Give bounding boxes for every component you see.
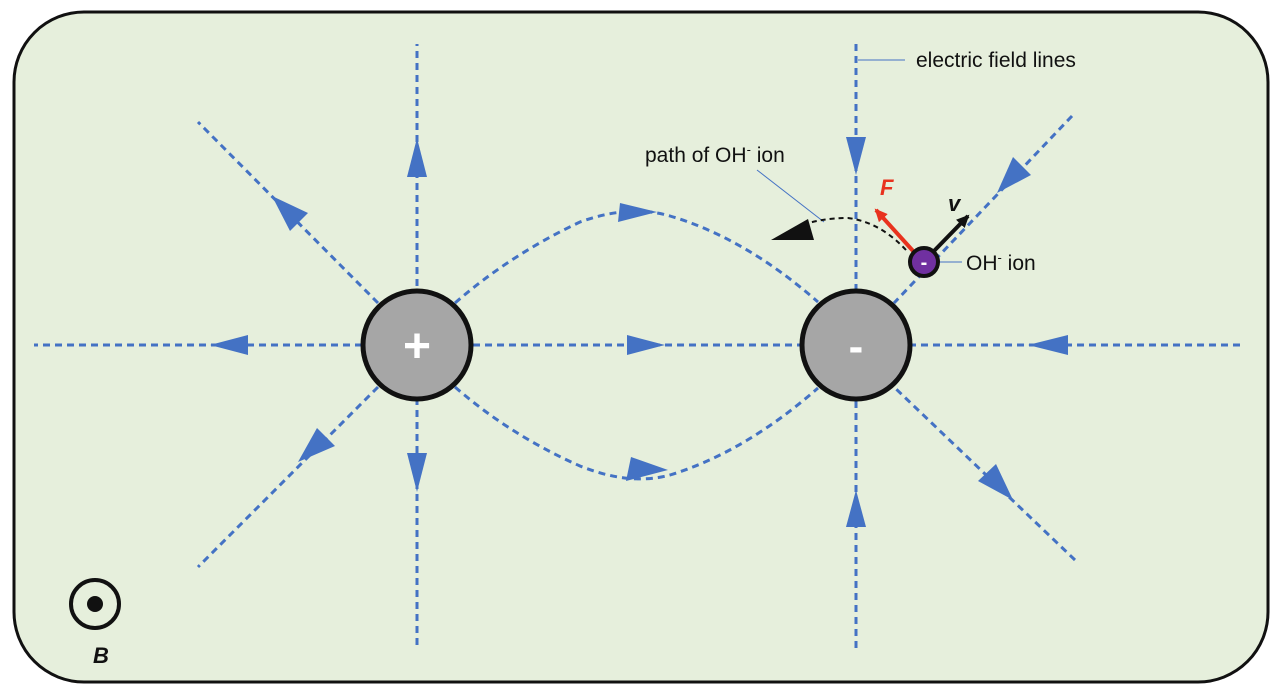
positive-charge: +	[360, 288, 474, 402]
field-line-pos-upleft	[196, 120, 380, 305]
field-arrow-pos-up	[407, 138, 427, 177]
b-field-out-of-page-icon	[69, 578, 121, 630]
field-line-pos-downleft	[196, 385, 380, 569]
field-arrow-neg-up	[846, 137, 866, 175]
ion-label-tail: ion	[1002, 252, 1036, 275]
field-lines-label: electric field lines	[916, 49, 1076, 72]
field-arrow-pos-left	[210, 335, 248, 355]
negative-charge: -	[799, 288, 913, 402]
field-arrow-arc-top	[618, 203, 657, 222]
ion-path	[799, 216, 907, 251]
path-label-sup: -	[747, 142, 751, 157]
path-label-tail: ion	[751, 144, 785, 167]
field-arrow-neg-right	[1028, 335, 1068, 355]
field-line-neg-downright	[892, 385, 1077, 562]
b-field-label: B	[93, 643, 109, 668]
field-arrow-arc-bottom	[626, 457, 668, 481]
field-arrows	[210, 137, 1068, 527]
field-lines	[34, 44, 1240, 648]
field-arrow-neg-down	[846, 490, 866, 527]
oh-ion: -	[908, 246, 940, 278]
field-arrow-pos-down	[407, 453, 427, 492]
path-label: path of OH- ion	[645, 142, 785, 167]
path-label-leader	[756, 169, 825, 223]
path-label-main: path of OH	[645, 144, 747, 167]
force-vector	[874, 208, 916, 254]
velocity-label: v	[948, 191, 962, 216]
negative-charge-symbol: -	[849, 322, 864, 371]
field-arrow-neg-upright	[997, 157, 1031, 193]
ion-label-main: OH	[966, 252, 998, 275]
ion-label: OH- ion	[966, 250, 1036, 275]
velocity-vector	[931, 214, 970, 254]
field-arrow-pos-downleft	[298, 428, 335, 462]
field-arrow-neg-downright	[978, 464, 1013, 500]
oh-ion-symbol: -	[921, 252, 928, 274]
force-label: F	[880, 175, 894, 200]
ion-path-arrowhead	[771, 219, 814, 240]
field-arrow-center	[627, 335, 665, 355]
ion-label-sup: -	[998, 250, 1002, 265]
positive-charge-symbol: +	[403, 320, 431, 373]
field-arrow-pos-upleft	[272, 196, 308, 231]
